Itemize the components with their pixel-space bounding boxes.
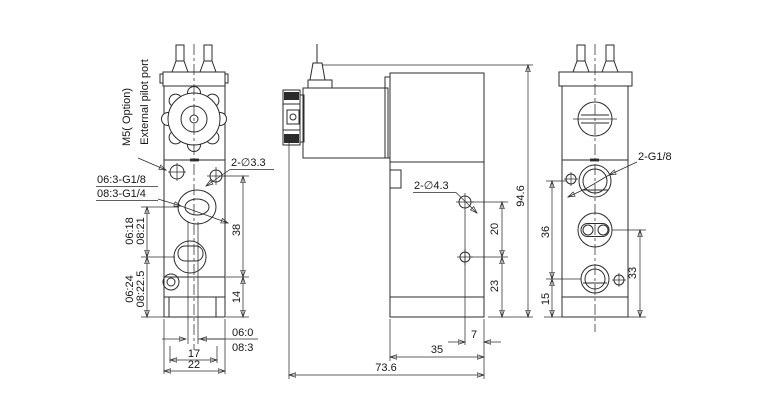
- front-labels: M5( Option) External pilot port 06:3-G1/…: [96, 59, 274, 223]
- dim-15: 15: [540, 293, 552, 305]
- terminal-pin: [203, 44, 213, 62]
- valve-body-side: [389, 72, 485, 318]
- dim-06-24: 06:24: [124, 275, 136, 303]
- dim-33: 33: [627, 267, 639, 279]
- pilot-hole-left: [564, 172, 578, 186]
- side-view: 94.6 20 23 7 35 73.6 2-∅4.3: [282, 44, 533, 379]
- dim-38: 38: [231, 224, 243, 236]
- mounting-hole-3-3: [207, 167, 225, 185]
- dim-7: 7: [471, 329, 477, 341]
- override-button: [389, 169, 402, 189]
- dim-20: 20: [489, 223, 501, 235]
- dim-offset-08-3: 08:3: [232, 342, 253, 354]
- pilot-hole-right: [612, 273, 626, 287]
- terminal-pin-base: [572, 60, 590, 73]
- rear-valve-body: [558, 44, 633, 332]
- terminal-pin: [175, 44, 185, 62]
- dim-36: 36: [540, 226, 552, 238]
- label-external-pilot-port: External pilot port: [139, 59, 151, 145]
- port-middle: [173, 240, 207, 274]
- rear-port-top: [578, 164, 612, 198]
- terminal-pin-base: [171, 60, 189, 73]
- dim-94-6: 94.6: [515, 185, 527, 206]
- label-hole-spec-4-3: 2-∅4.3: [414, 180, 449, 192]
- dim-06-18: 06:18: [124, 217, 136, 245]
- label-port-spec-2-g18: 2-G1/8: [638, 151, 672, 163]
- side-valve-body: [282, 44, 485, 345]
- mounting-hole-4-3: [456, 193, 474, 211]
- dim-offset-06-0: 06:0: [232, 327, 253, 339]
- dim-73-6: 73.6: [375, 362, 396, 374]
- pilot-cap: [558, 71, 633, 87]
- rear-dimensions: 36 15 33 2-G1/8: [540, 151, 672, 317]
- label-m5-option: M5( Option): [121, 88, 133, 146]
- dim-22: 22: [188, 359, 200, 371]
- terminal-pin-base: [601, 60, 619, 73]
- terminal-pin-base: [199, 60, 217, 73]
- dim-08-21: 08:21: [135, 217, 147, 245]
- rear-view: 36 15 33 2-G1/8: [540, 44, 672, 332]
- terminal-pin: [605, 44, 615, 62]
- front-view: 38 14 06:18 08:21 06:24 08:22.5 06:0 08:…: [96, 44, 274, 374]
- solenoid-coil: [302, 87, 389, 159]
- label-port-spec-g14: 08:3-G1/4: [97, 188, 146, 200]
- cable-gland: [309, 62, 326, 81]
- dim-14: 14: [231, 291, 243, 303]
- front-valve-body: [159, 44, 229, 350]
- connector: [282, 89, 305, 146]
- terminal-pin: [576, 44, 586, 62]
- label-hole-spec-3-3: 2-∅3.3: [231, 157, 266, 169]
- port-small: [162, 273, 180, 291]
- side-dimensions: 94.6 20 23 7 35 73.6 2-∅4.3: [289, 65, 533, 379]
- label-port-spec-g18: 06:3-G1/8: [97, 174, 146, 186]
- dim-23: 23: [489, 280, 501, 292]
- m5-pilot-port: [168, 163, 186, 181]
- front-dimensions: 38 14 06:18 08:21 06:24 08:22.5 06:0 08:…: [124, 176, 258, 374]
- dim-08-22-5: 08:22.5: [135, 271, 147, 308]
- dim-17: 17: [188, 348, 200, 360]
- valve-body-front: [163, 85, 226, 318]
- dim-35: 35: [431, 344, 443, 356]
